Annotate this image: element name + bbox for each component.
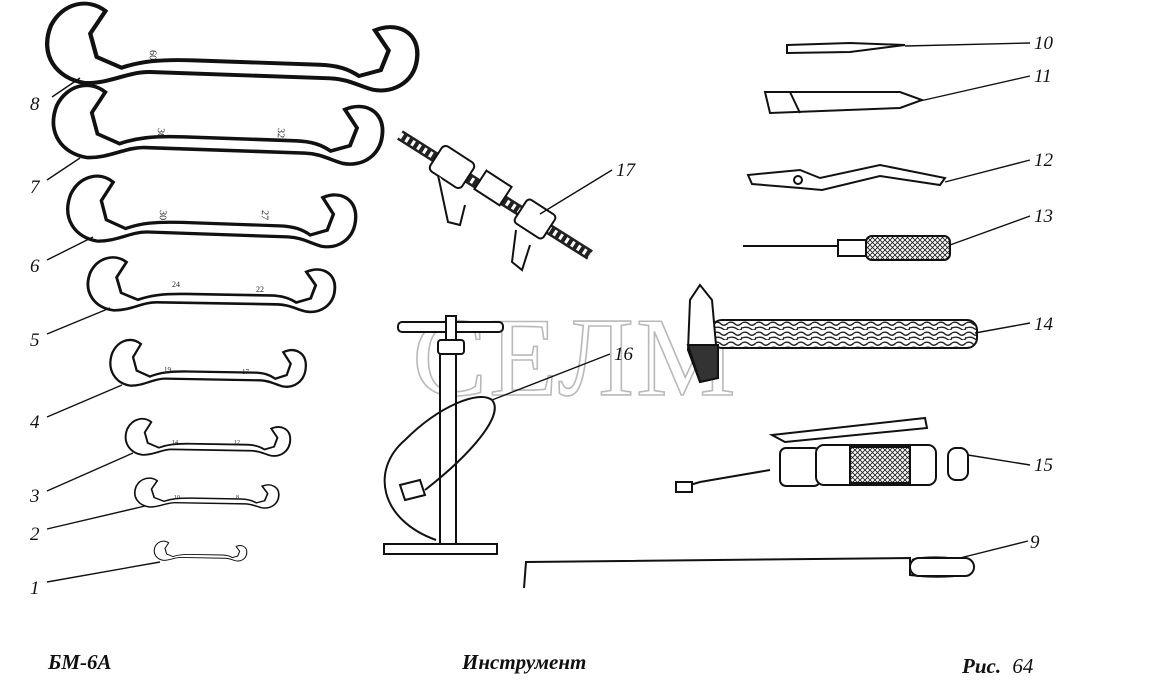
wrench-2-mark-b: 8 (236, 495, 239, 501)
wrench-8 (46, 2, 419, 94)
wrench-8-mark-a: 60 (147, 50, 158, 60)
wrench-3-mark-a: 14 (172, 440, 178, 446)
callout-4: 4 (30, 412, 40, 433)
wrench-2 (133, 477, 280, 511)
wrench-1 (153, 540, 248, 563)
tire-pump (383, 315, 504, 555)
wrench-3 (124, 417, 292, 459)
rod-hook (523, 556, 975, 589)
wrench-6-mark-a: 30 (157, 210, 168, 220)
callout-10: 10 (1034, 33, 1054, 54)
wrench-6-mark-b: 27 (259, 210, 270, 220)
punch (786, 41, 906, 55)
figure-title: Инструмент (462, 650, 587, 674)
flat-chisel (763, 91, 925, 115)
callout-17: 17 (616, 160, 637, 181)
figure-prefix: Рис. (962, 654, 1002, 678)
grease-gun (675, 416, 969, 493)
wrench-2-mark-a: 10 (174, 495, 180, 501)
wrench-6 (65, 173, 359, 252)
wrench-7-mark-a: 36 (155, 128, 166, 138)
screwdriver (743, 235, 951, 261)
wrench-5-mark-b: 22 (256, 285, 264, 294)
callout-2: 2 (30, 524, 40, 545)
leader-lines (46, 42, 1031, 583)
callout-14: 14 (1034, 314, 1054, 335)
callout-16: 16 (614, 344, 634, 365)
wrench-3-mark-b: 12 (234, 440, 240, 446)
callout-5: 5 (30, 330, 40, 351)
wrench-4-mark-a: 19 (164, 366, 172, 374)
wrench-7-mark-b: 32 (275, 128, 286, 138)
wrench-5 (86, 255, 337, 316)
callout-13: 13 (1034, 206, 1053, 227)
callout-8: 8 (30, 94, 40, 115)
callout-1: 1 (30, 578, 40, 599)
callout-7: 7 (30, 177, 41, 198)
model-caption: БМ-6А (48, 650, 112, 674)
puller (397, 130, 593, 272)
callout-9: 9 (1030, 532, 1040, 553)
callout-labels: 8 7 6 5 4 3 2 1 9 10 11 12 13 14 15 16 1… (29, 33, 1054, 599)
wrench-4-mark-b: 17 (242, 368, 250, 376)
figure-number: 64 (1012, 654, 1034, 678)
callout-12: 12 (1034, 150, 1054, 171)
hammer (686, 283, 978, 384)
pliers (746, 163, 947, 192)
callout-3: 3 (29, 486, 40, 507)
wrench-7 (50, 82, 386, 170)
callout-11: 11 (1034, 66, 1052, 87)
callout-6: 6 (30, 256, 40, 277)
wrench-5-mark-a: 24 (172, 280, 180, 289)
wrench-4 (108, 338, 308, 390)
callout-15: 15 (1034, 455, 1053, 476)
figure-label: Рис. 64 (962, 654, 1033, 679)
